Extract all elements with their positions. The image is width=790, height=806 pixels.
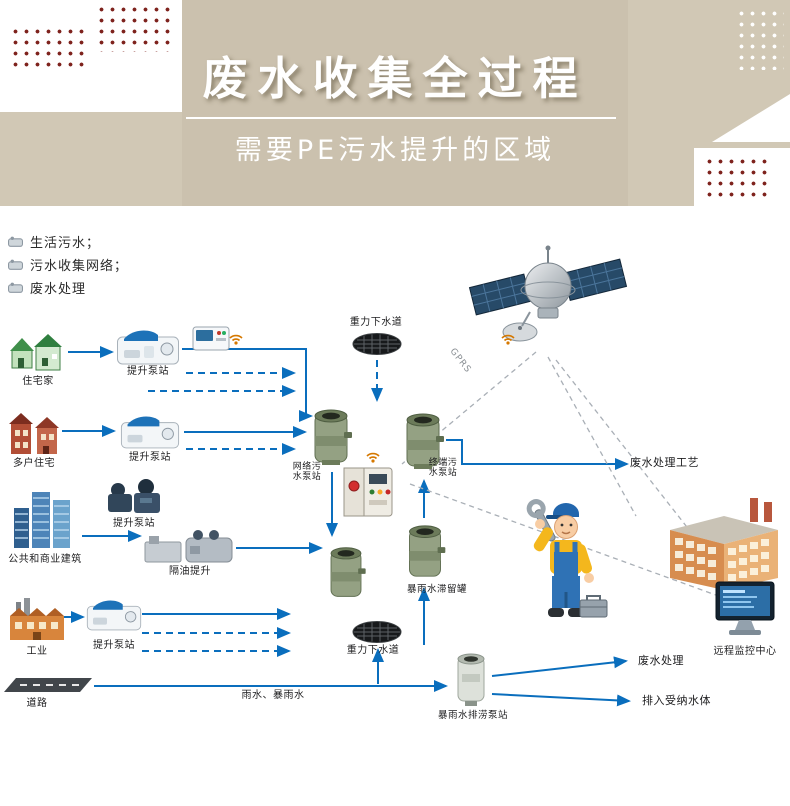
satellite-icon	[468, 232, 628, 360]
oil-lift-label: 隔油提升	[169, 566, 211, 577]
sewage-tank-icon	[402, 410, 444, 472]
factory-icon	[8, 596, 66, 642]
legend-item-domestic-sewage: 生活污水；	[8, 232, 100, 251]
treatment-plant-icon	[662, 496, 784, 592]
satellite-link-dashed	[547, 356, 637, 517]
plant-chip-icon	[8, 282, 23, 293]
worker-icon	[526, 496, 608, 644]
road-label: 道路	[26, 698, 48, 709]
storm-station-label: 暴雨水排涝泵站	[437, 710, 508, 721]
header-banner: 废水收集全过程 需要PE污水提升的区域	[0, 0, 790, 206]
terminal-station-label: 终端污水泵站	[428, 458, 458, 479]
multifamily-label: 多户住宅	[13, 458, 55, 469]
legend-item-treatment: 废水处理	[8, 278, 86, 297]
lift-station-icon	[86, 592, 142, 638]
discharge-label: 排入受纳水体	[642, 694, 711, 707]
legend-item-collection-network: 污水收集网络；	[8, 255, 128, 274]
flow-arrow-solid	[446, 439, 629, 470]
flow-arrow-solid	[182, 348, 313, 422]
lift-station-icon	[116, 328, 180, 366]
oil-separator-icon	[144, 526, 234, 566]
brick-houses-icon	[8, 408, 60, 456]
lift-station-3-label: 提升泵站	[113, 518, 155, 529]
corner-decoration-topleft	[0, 0, 182, 112]
rain-storm-label: 雨水、暴雨水	[241, 690, 305, 701]
gravity-sewer-bottom-label: 重力下水道	[346, 645, 400, 656]
monitoring-center-label: 远程监控中心	[713, 646, 777, 657]
road-icon	[4, 676, 92, 694]
commercial-label: 公共和商业建筑	[8, 554, 82, 565]
wifi-signal-icon	[498, 330, 518, 346]
wifi-signal-icon	[362, 448, 384, 464]
sewage-tank-icon	[310, 406, 352, 468]
office-buildings-icon	[12, 486, 76, 550]
controller-icon	[192, 326, 230, 352]
legend-label: 废水处理	[30, 282, 87, 297]
dot-grid-icon	[704, 156, 770, 198]
sewer-grate-icon	[352, 620, 402, 644]
network-station-label: 网络污水泵站	[292, 462, 322, 483]
lift-station-2-label: 提升泵站	[129, 452, 171, 463]
divider-line	[186, 117, 616, 119]
monitor-icon	[714, 580, 776, 640]
lift-station-icon	[120, 414, 180, 450]
houses-icon	[8, 330, 66, 374]
flow-arrow-solid	[491, 693, 631, 707]
industry-label: 工业	[26, 646, 48, 657]
legend-label: 生活污水；	[30, 236, 101, 251]
sewer-grate-icon	[352, 332, 402, 356]
pump-set-icon	[104, 478, 164, 516]
retention-tank-label: 暴雨水滞留罐	[406, 584, 467, 595]
corner-decoration-bottomright	[694, 148, 790, 206]
triangle-decoration-icon	[712, 94, 790, 142]
legend-label: 污水收集网络；	[30, 259, 129, 274]
dot-grid-icon	[10, 26, 86, 72]
flow-arrow-solid	[491, 656, 628, 677]
retention-tank-icon	[404, 522, 446, 582]
page-subtitle: 需要PE污水提升的区域	[234, 135, 556, 166]
pump-chip-icon	[8, 236, 23, 247]
dot-grid-icon	[96, 4, 174, 52]
satellite-link-dashed	[409, 483, 725, 599]
residential-label: 住宅家	[22, 376, 54, 387]
gravity-sewer-top-label: 重力下水道	[349, 317, 403, 328]
sewage-tank-icon	[326, 544, 366, 602]
banner-shade	[182, 0, 628, 206]
storm-station-tank-icon	[452, 650, 490, 708]
lift-station-4-label: 提升泵站	[93, 640, 135, 651]
page-title: 废水收集全过程	[202, 52, 588, 105]
pipe-chip-icon	[8, 259, 23, 270]
treatment-label: 废水处理	[638, 654, 684, 667]
control-cabinet-icon	[342, 466, 394, 518]
treatment-process-label: 废水处理工艺	[630, 456, 699, 469]
wifi-signal-icon	[226, 330, 246, 346]
dot-grid-icon	[736, 8, 784, 70]
lift-station-1-label: 提升泵站	[127, 366, 169, 377]
